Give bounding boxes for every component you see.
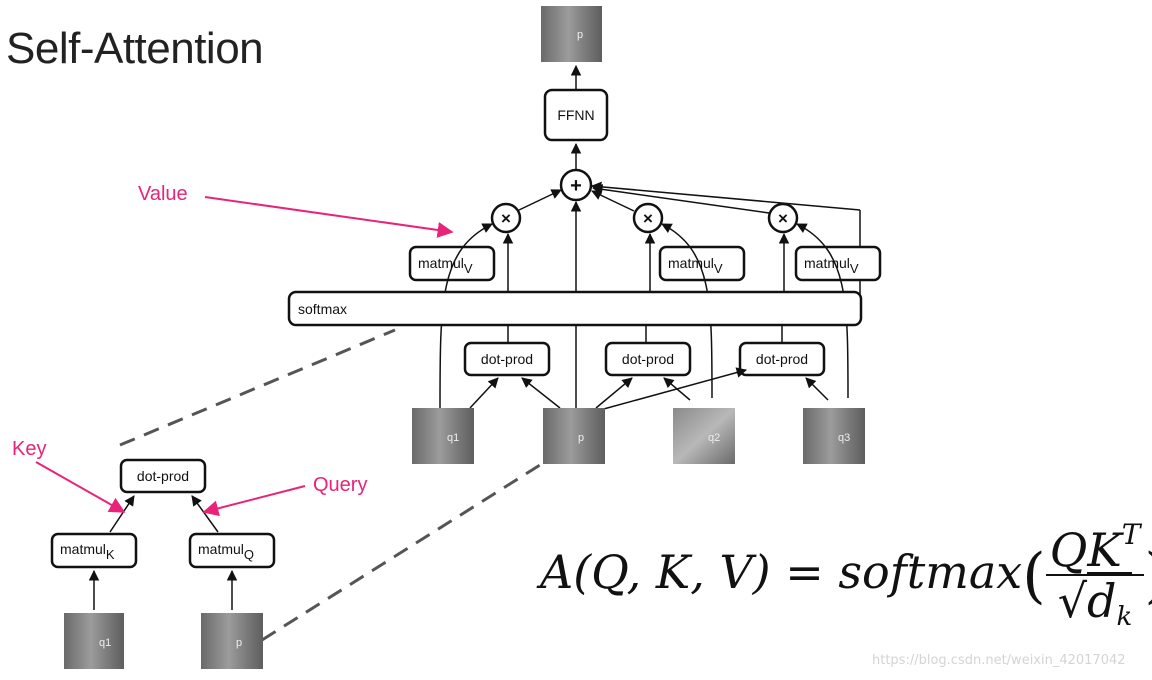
svg-text:Key: Key	[12, 438, 46, 460]
dot-prod-node-3: dot-prod	[738, 341, 826, 377]
inset-matmul-q: matmulQ	[188, 532, 276, 569]
multiply-symbol: ×	[643, 209, 653, 228]
zoom-line-top	[119, 328, 396, 447]
zoom-line-bottom	[261, 463, 541, 642]
svg-text:matmulQ: matmulQ	[198, 541, 254, 562]
attention-formula: A(Q, K, V) = softmax(QKT√dk)V	[540, 520, 1152, 632]
softmax-node: softmax	[287, 290, 863, 327]
matmul-v-node-2: matmulV	[658, 245, 746, 282]
output-tile: p	[541, 6, 602, 62]
svg-text:q3: q3	[838, 432, 850, 444]
multiply-node-3: ×	[767, 202, 799, 234]
ffnn-label: FFNN	[557, 107, 594, 123]
svg-text:Query: Query	[313, 474, 367, 496]
dot-prod-node-2: dot-prod	[604, 341, 692, 377]
svg-text:matmulV: matmulV	[804, 255, 859, 276]
output-tile-label: p	[577, 29, 583, 41]
matmul-v-node-3: matmulV	[794, 245, 882, 282]
svg-text:matmulV: matmulV	[668, 255, 723, 276]
multiply-node-2: ×	[632, 202, 664, 234]
key-annotation: Key	[12, 438, 126, 513]
formula-lhs: A(Q, K, V) = softmax	[540, 544, 1023, 599]
inset-dot-prod: dot-prod	[119, 458, 207, 494]
sum-node: +	[559, 168, 593, 202]
formula-fraction: QKT√dk	[1045, 520, 1145, 632]
svg-text:dot-prod: dot-prod	[481, 351, 533, 367]
tile-q1: q1	[412, 408, 474, 464]
tile-q2: q2	[673, 408, 735, 464]
multiply-symbol: ×	[778, 209, 788, 228]
svg-text:p: p	[578, 432, 584, 444]
svg-text:dot-prod: dot-prod	[622, 351, 674, 367]
svg-text:matmulK: matmulK	[60, 541, 115, 562]
svg-text:Value: Value	[138, 183, 188, 205]
multiply-node-1: ×	[490, 202, 522, 234]
ffnn-node: FFNN	[543, 88, 609, 142]
softmax-label: softmax	[298, 301, 347, 317]
sum-symbol: +	[570, 175, 582, 197]
inset-tile-q1: q1	[64, 613, 124, 669]
multiply-symbol: ×	[501, 209, 511, 228]
watermark: https://blog.csdn.net/weixin_42017042	[872, 653, 1126, 668]
svg-text:dot-prod: dot-prod	[137, 468, 189, 484]
inset-matmul-k: matmulK	[50, 532, 138, 569]
svg-text:q1: q1	[99, 637, 111, 649]
tile-q3: q3	[803, 408, 865, 464]
query-annotation: Query	[202, 474, 367, 517]
inset-tile-p: p	[201, 613, 263, 669]
svg-text:dot-prod: dot-prod	[756, 351, 808, 367]
svg-text:p: p	[236, 637, 242, 649]
tile-p: p	[543, 408, 605, 464]
page-title: Self-Attention	[6, 24, 264, 73]
dot-prod-node-1: dot-prod	[463, 341, 551, 377]
svg-text:q1: q1	[447, 432, 459, 444]
matmul-v-node-1: matmulV	[408, 245, 496, 282]
value-annotation: Value	[138, 183, 454, 238]
svg-text:q2: q2	[708, 432, 720, 444]
